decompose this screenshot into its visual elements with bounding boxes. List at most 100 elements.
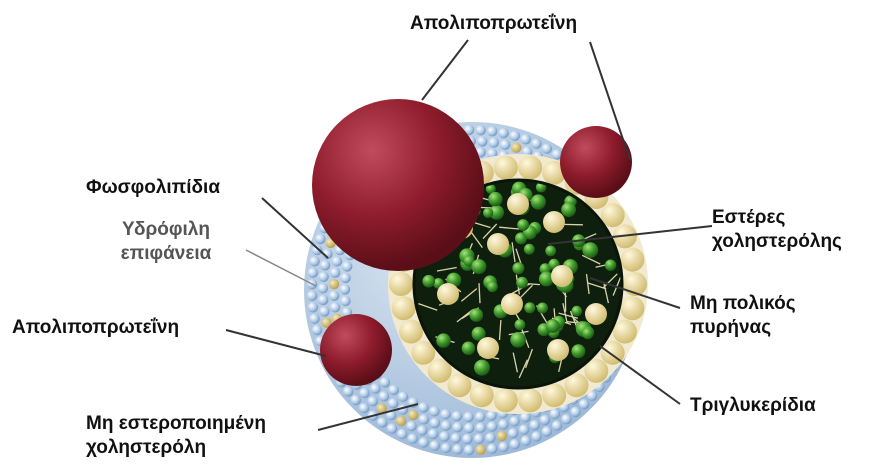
phospholipid-head [419,437,429,447]
triglyceride-sphere [462,342,475,355]
phospholipid-head [452,411,462,421]
label-unesterified-line2: χοληστερόλη [86,436,266,460]
phospholipid-head [419,414,429,424]
phospholipid-head [320,260,330,270]
phospholipid-head [417,425,427,435]
phospholipid-head [550,409,560,419]
phospholipid-head [464,445,474,455]
label-nonpolar-core: Μη πολικός πυρήνας [690,292,796,340]
phospholipid-tail-bead [542,383,566,407]
triglyceride-sphere [561,202,576,217]
phospholipid-head [451,433,461,443]
phospholipid-head [531,138,541,148]
phospholipid-head [439,431,449,441]
phospholipid-head [519,424,529,434]
triglyceride-sphere [516,277,528,289]
phospholipid-tail-bead [389,272,413,296]
phospholipid-head [309,256,319,266]
label-esters-line1: Εστέρες [712,206,842,230]
phospholipid-head [430,418,440,428]
cholesterol-molecule [497,431,507,441]
label-esters-line2: χοληστερόλης [712,230,842,254]
phospholipid-head [462,434,472,444]
cholesteryl-ester-sphere [477,337,499,359]
phospholipid-head [340,284,350,294]
phospholipid-head [498,419,508,429]
phospholipid-tail-bead [494,156,518,180]
triglyceride-sphere [474,360,490,376]
phospholipid-head [318,272,328,282]
triglyceride-sphere [517,219,529,231]
phospholipid-head [397,429,407,439]
triglyceride-sphere [515,319,526,330]
triglyceride-sphere [582,242,598,258]
phospholipid-head [487,444,497,454]
phospholipid-head [408,433,418,443]
phospholipid-head [570,407,580,417]
phospholipid-head [312,325,322,335]
phospholipid-head [388,398,398,408]
label-unesterified-line1: Μη εστεροποιημένη [86,412,266,436]
phospholipid-head [343,386,353,396]
label-core-line2: πυρήνας [690,316,796,340]
phospholipid-head [485,433,495,443]
phospholipid-head [340,296,350,306]
phospholipid-head [508,428,518,438]
triglyceride-sphere [524,302,535,313]
cholesteryl-ester-sphere [585,303,607,325]
phospholipid-head [342,261,352,271]
cholesterol-molecule [396,416,406,426]
phospholipid-head [398,392,408,402]
phospholipid-head [464,423,474,433]
label-cholesteryl-esters: Εστέρες χοληστερόλης [712,206,842,254]
phospholipid-head [340,273,350,283]
phospholipid-head [418,402,428,412]
phospholipid-head [315,234,325,244]
phospholipid-tail-bead [620,248,644,272]
cholesterol-molecule [476,445,486,455]
phospholipid-head [579,399,589,409]
apolipoprotein-small [320,314,392,386]
triglyceride-sphere [483,208,493,218]
label-apolipoprotein-top: Απολιποπρωτεΐνη [410,12,577,36]
triglyceride-sphere [471,259,486,274]
phospholipid-head [330,268,340,278]
triglyceride-sphere [436,333,450,347]
triglyceride-sphere [537,303,548,314]
phospholipid-tail-bead [399,320,423,344]
phospholipid-head [542,143,552,153]
phospholipid-head [530,420,540,430]
phospholipid-head [477,136,487,146]
phospholipid-head [312,245,322,255]
triglyceride-sphere [546,319,560,333]
triglyceride-sphere [488,192,502,206]
phospholipid-tail-bead [392,296,416,320]
label-unesterified-cholesterol: Μη εστεροποιημένη χοληστερόλη [86,412,266,460]
phospholipid-head [474,434,484,444]
phospholipid-head [359,403,369,413]
phospholipid-head [452,422,462,432]
cholesteryl-ester-sphere [551,265,573,287]
cholesteryl-ester-sphere [507,193,529,215]
phospholipid-head [368,396,378,406]
triglyceride-sphere [531,194,546,209]
label-hydrophilic-line2: επιφάνεια [96,242,236,266]
phospholipid-head [441,420,451,430]
phospholipid-tail-bead [518,388,542,412]
leader-apo-top-left [422,40,468,100]
label-apolipoprotein-left: Απολιποπρωτεΐνη [12,316,179,340]
phospholipid-head [521,436,531,446]
phospholipid-head [309,314,319,324]
phospholipid-head [389,385,399,395]
phospholipid-head [332,256,342,266]
phospholipid-head [510,439,520,449]
phospholipid-head [509,416,519,426]
phospholipid-tail-bead [613,320,637,344]
phospholipid-head [441,443,451,453]
phospholipid-head [329,291,339,301]
phospholipid-head [498,128,508,138]
phospholipid-head [489,137,499,147]
phospholipid-head [463,412,473,422]
phospholipid-head [500,140,510,150]
triglyceride-sphere [571,344,585,358]
